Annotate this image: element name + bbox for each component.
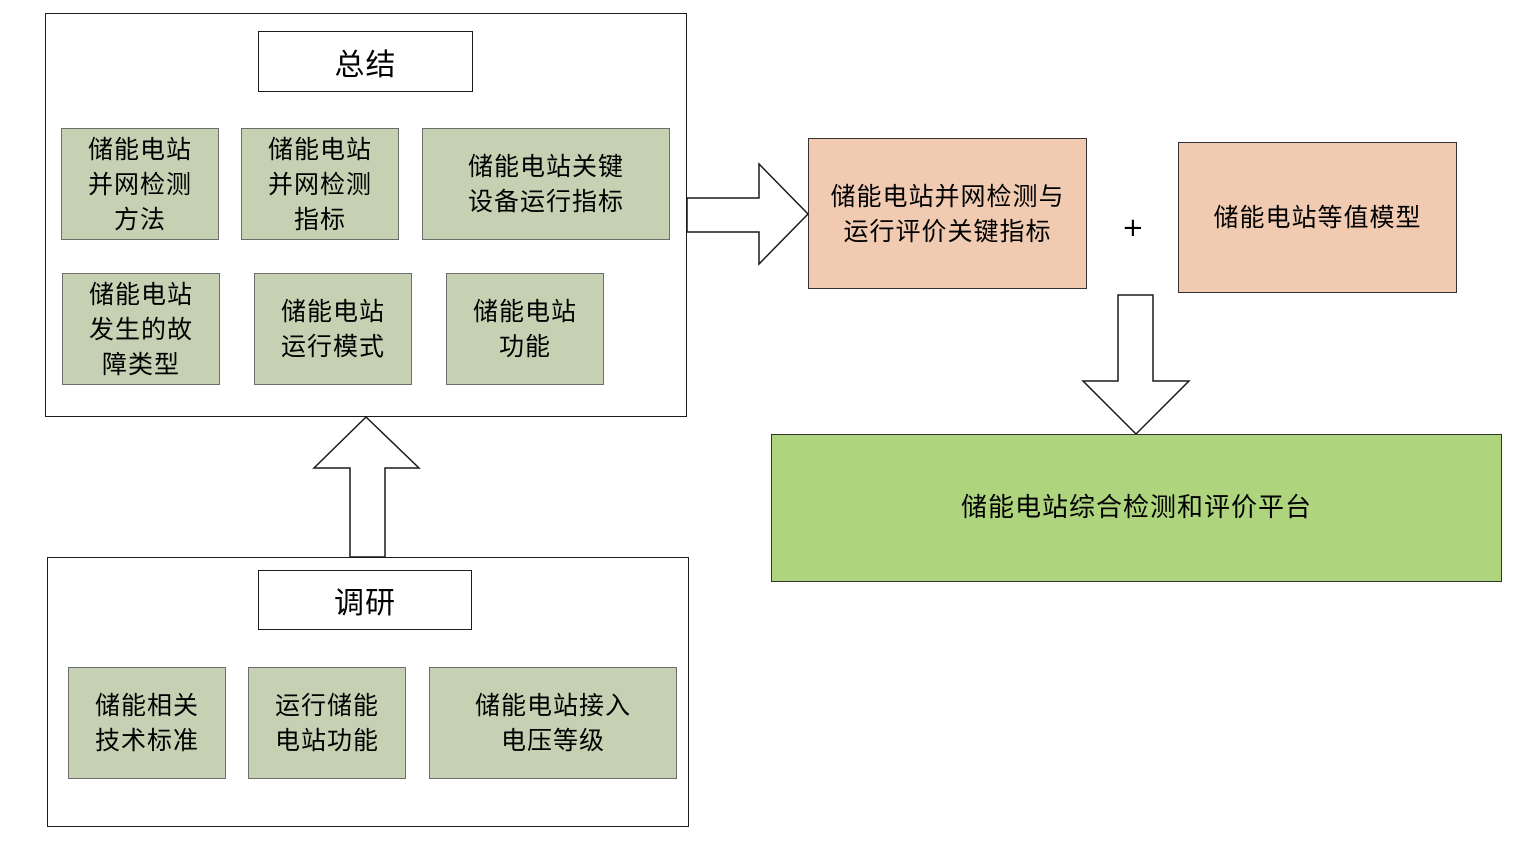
summary-title: 总结 xyxy=(258,31,473,92)
research-item-technical-standards: 储能相关 技术标准 xyxy=(68,667,226,779)
equivalent-model-box: 储能电站等值模型 xyxy=(1178,142,1457,293)
research-item-access-voltage-level: 储能电站接入 电压等级 xyxy=(429,667,677,779)
summary-item-operating-modes: 储能电站 运行模式 xyxy=(254,273,412,385)
plus-sign: + xyxy=(1122,213,1144,243)
key-indicators-box: 储能电站并网检测与 运行评价关键指标 xyxy=(808,138,1087,289)
arrow-summary-to-indicators xyxy=(686,162,810,266)
summary-item-key-equipment-indicators: 储能电站关键 设备运行指标 xyxy=(422,128,670,240)
research-title: 调研 xyxy=(258,570,472,630)
arrow-to-platform xyxy=(1081,294,1191,436)
summary-item-fault-types: 储能电站 发生的故 障类型 xyxy=(62,273,220,385)
summary-item-grid-test-indicators: 储能电站 并网检测 指标 xyxy=(241,128,399,240)
summary-item-functions: 储能电站 功能 xyxy=(446,273,604,385)
arrow-research-to-summary xyxy=(312,415,421,558)
summary-item-grid-test-method: 储能电站 并网检测 方法 xyxy=(61,128,219,240)
research-item-station-functions: 运行储能 电站功能 xyxy=(248,667,406,779)
